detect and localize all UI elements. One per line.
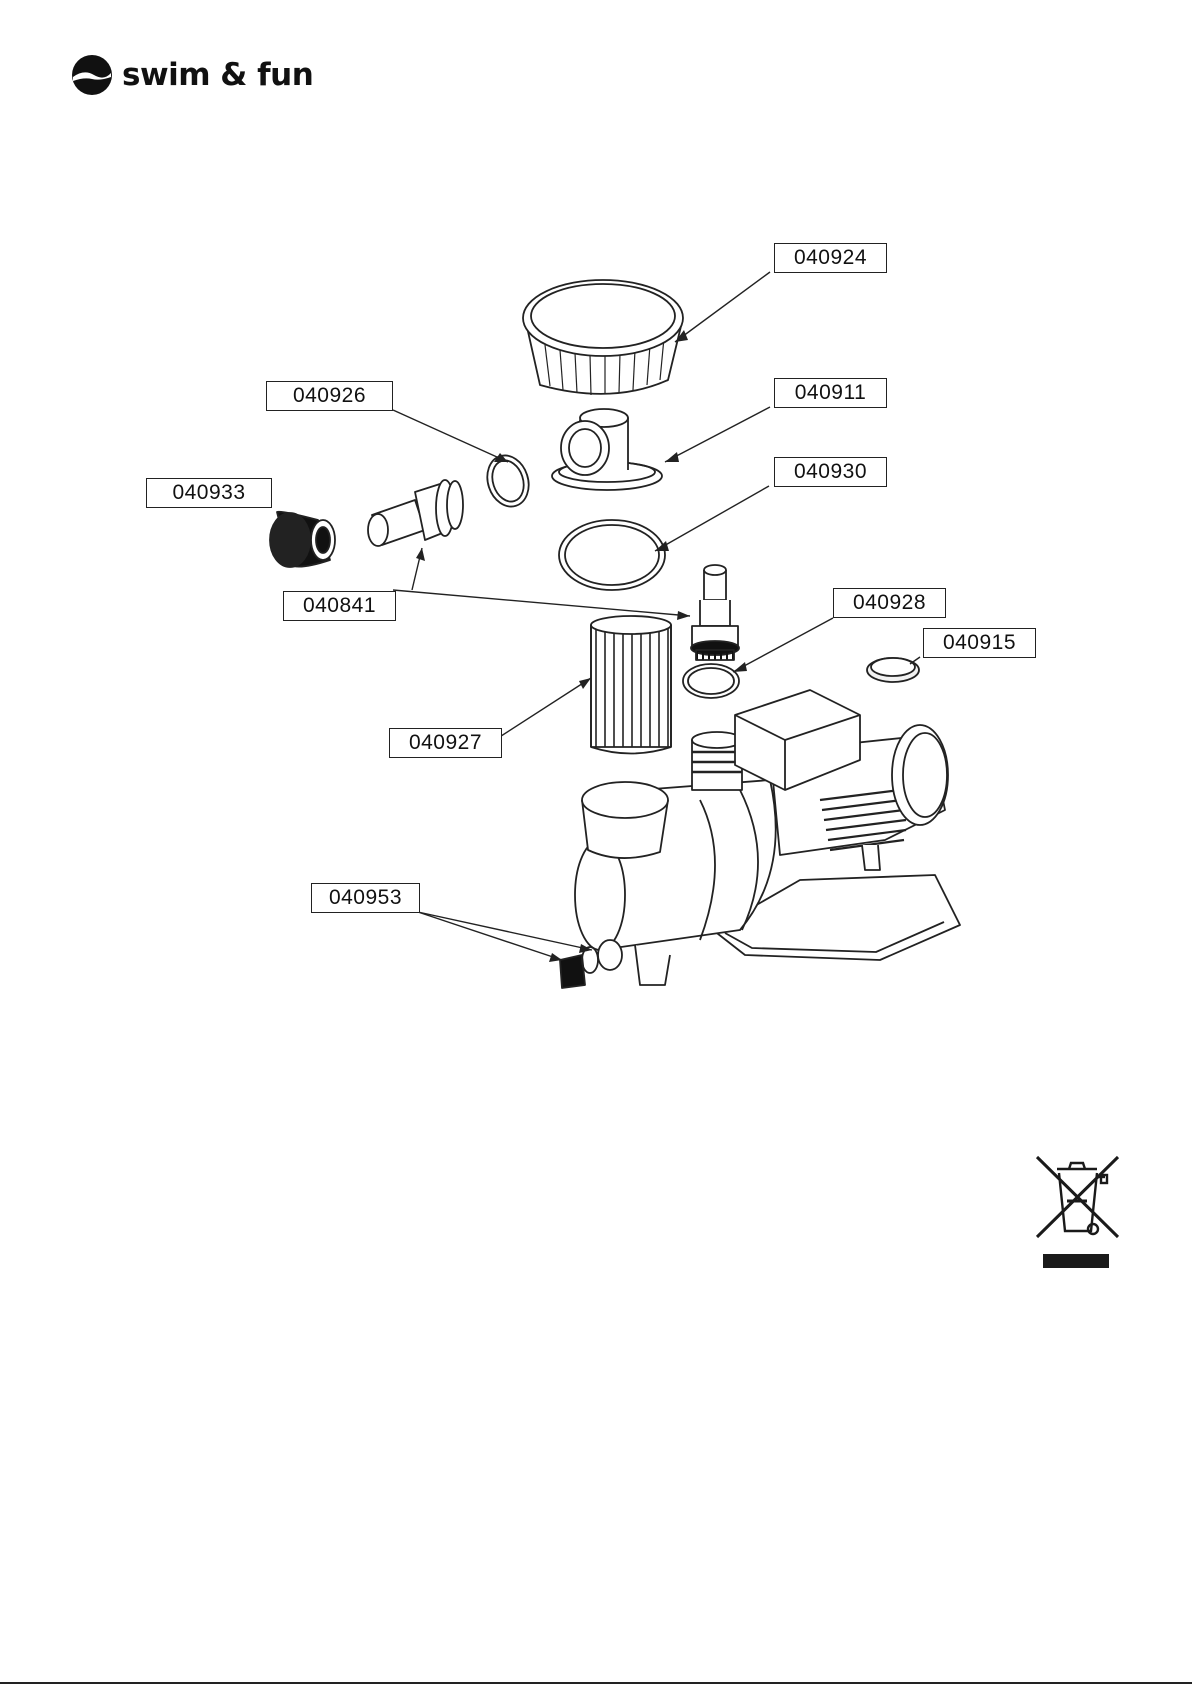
- strainer-basket-drawing: [591, 616, 671, 754]
- hose-adapter-left-drawing: [368, 480, 463, 546]
- part-label-cap: 040924: [774, 243, 887, 273]
- part-label-oring-outlet: 040928: [833, 588, 946, 618]
- union-nut-drawing: [270, 512, 335, 567]
- part-label-union-nut: 040933: [146, 478, 272, 508]
- part-label-drain-cap: 040915: [923, 628, 1036, 658]
- small-oring-drawing: [481, 450, 535, 512]
- part-label-oring-large: 040930: [774, 457, 887, 487]
- drain-cap-drawing: [867, 658, 919, 682]
- part-label-oring-small: 040926: [266, 381, 393, 411]
- hose-adapter-right-drawing: [691, 565, 739, 660]
- part-label-drain-plug: 040953: [311, 883, 420, 913]
- drain-plug-drawing: [560, 940, 622, 988]
- outlet-oring-drawing: [683, 664, 739, 698]
- crossed-out-wheelie-bin-icon: [1035, 1155, 1120, 1273]
- part-label-strainer-basket: 040927: [389, 728, 502, 758]
- cap-drawing: [523, 280, 683, 395]
- large-oring-drawing: [559, 520, 665, 590]
- footer-rule: [0, 1682, 1192, 1684]
- part-label-inlet-elbow: 040911: [774, 378, 887, 408]
- elbow-drawing: [552, 409, 662, 490]
- part-label-hose-adapter: 040841: [283, 591, 396, 621]
